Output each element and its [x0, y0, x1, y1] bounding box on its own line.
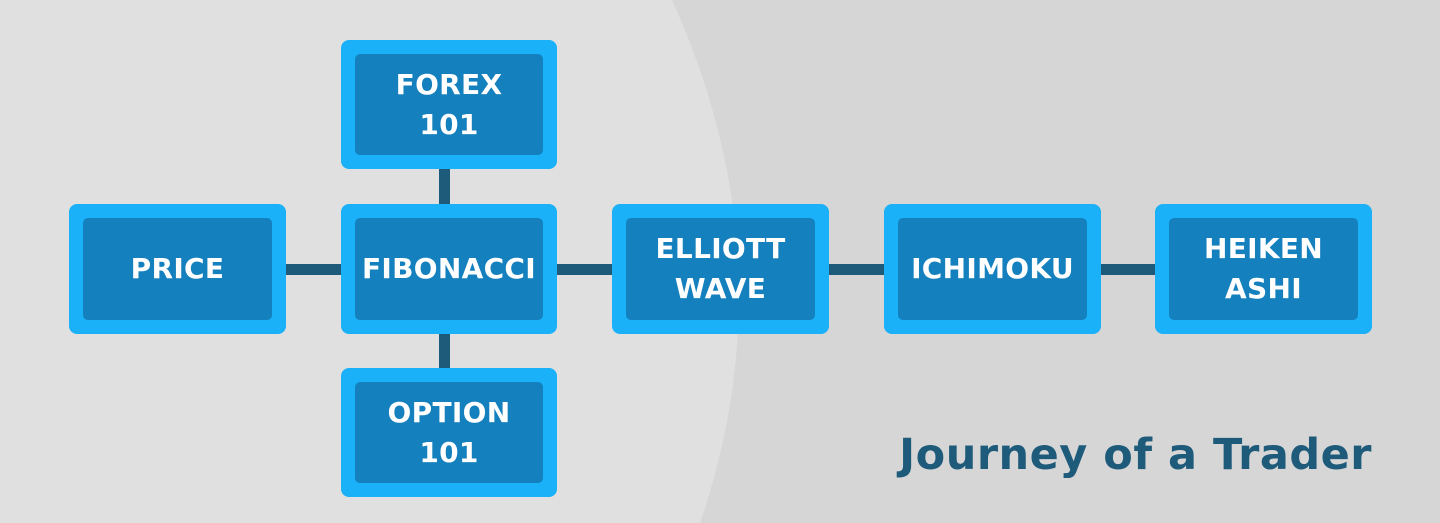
- node-forex-101-line-2: 101: [419, 107, 479, 141]
- node-fibonacci-line-1: FIBONACCI: [361, 252, 536, 285]
- node-option-101-box: OPTION 101: [355, 382, 543, 483]
- node-elliott-wave-line-2: WAVE: [674, 272, 767, 305]
- node-option-101-line-2: 101: [419, 435, 479, 469]
- node-elliott-wave: ELLIOTT WAVE: [612, 204, 829, 334]
- node-option-101-line-1: OPTION: [387, 395, 511, 429]
- node-elliott-wave-line-1: ELLIOTT: [655, 232, 786, 265]
- connector-forex-fibonacci: [439, 168, 450, 206]
- connector-price-fibonacci: [285, 264, 343, 275]
- connector-fibonacci-option: [439, 332, 450, 370]
- node-price-line-1: PRICE: [130, 252, 225, 285]
- node-heiken-ashi-line-1: HEIKEN: [1203, 232, 1324, 265]
- connector-ichimoku-heiken: [1099, 264, 1157, 275]
- node-forex-101: FOREX 101: [341, 40, 557, 169]
- node-heiken-ashi-box: HEIKEN ASHI: [1169, 218, 1358, 320]
- node-heiken-ashi-line-2: ASHI: [1225, 272, 1302, 305]
- node-option-101: OPTION 101: [341, 368, 557, 497]
- node-ichimoku: ICHIMOKU: [884, 204, 1101, 334]
- node-elliott-wave-box: ELLIOTT WAVE: [626, 218, 815, 320]
- node-price: PRICE: [69, 204, 286, 334]
- node-forex-101-box: FOREX 101: [355, 54, 543, 155]
- diagram-title: Journey of a Trader: [899, 430, 1372, 480]
- node-price-box: PRICE: [83, 218, 272, 320]
- node-ichimoku-box: ICHIMOKU: [898, 218, 1087, 320]
- connector-elliott-ichimoku: [827, 264, 885, 275]
- node-fibonacci-box: FIBONACCI: [355, 218, 543, 320]
- node-forex-101-line-1: FOREX: [395, 67, 503, 101]
- node-fibonacci: FIBONACCI: [341, 204, 557, 334]
- node-ichimoku-line-1: ICHIMOKU: [911, 252, 1074, 285]
- node-heiken-ashi: HEIKEN ASHI: [1155, 204, 1372, 334]
- connector-fibonacci-elliott: [556, 264, 614, 275]
